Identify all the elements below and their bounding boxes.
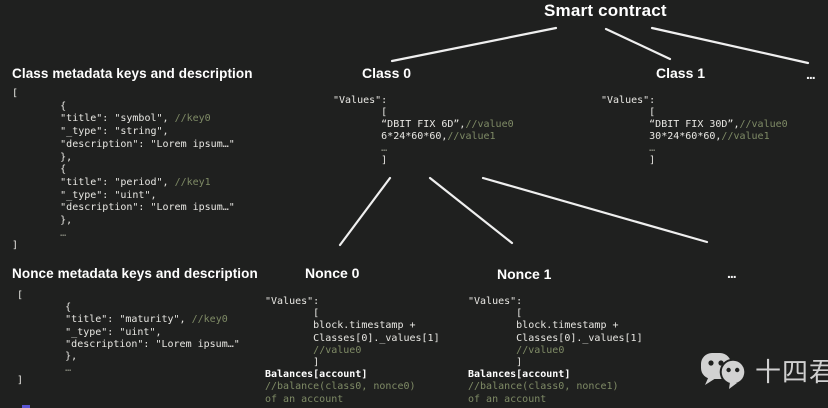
watermark: 十四君 (700, 350, 828, 390)
class-metadata-heading: Class metadata keys and description (12, 66, 253, 81)
wechat-logo-icon (700, 350, 748, 390)
nonce1-values-code: "Values": [ block.timestamp + Classes[0]… (468, 296, 643, 405)
nonce-metadata-heading: Nonce metadata keys and description (12, 266, 258, 281)
class1-label: Class 1 (656, 65, 706, 81)
nonce0-values-code: "Values": [ block.timestamp + Classes[0]… (265, 296, 440, 405)
connector-line-class0-nonce0 (338, 176, 392, 247)
class0-label: Class 0 (362, 65, 412, 81)
connector-line-root-classes-more (650, 26, 810, 65)
connector-line-root-class1 (604, 27, 672, 61)
connector-line-root-class0 (390, 26, 558, 63)
class-metadata-code: [ { "title": "symbol", //key0 "_type": "… (12, 88, 235, 252)
class1-values-code: "Values": [ “DBIT FIX 30D”,//value0 30*2… (601, 95, 788, 166)
class0-values-code: "Values": [ “DBIT FIX 6D”,//value0 6*24*… (333, 95, 514, 166)
nonce1-label: Nonce 1 (497, 266, 552, 282)
watermark-text: 十四君 (755, 356, 828, 387)
nonce-metadata-code: [ { "title": "maturity", //key0 "_type":… (17, 290, 240, 387)
connector-line-class0-nonce1 (428, 176, 514, 245)
nonces-more-ellipsis: ... (727, 265, 737, 281)
diagram-title: Smart contract (544, 1, 667, 20)
nonce0-label: Nonce 0 (305, 265, 360, 281)
connector-line-class0-nonces-more (481, 176, 709, 244)
classes-more-ellipsis: ... (806, 66, 816, 82)
clipped-bottom-artifact (22, 405, 30, 408)
